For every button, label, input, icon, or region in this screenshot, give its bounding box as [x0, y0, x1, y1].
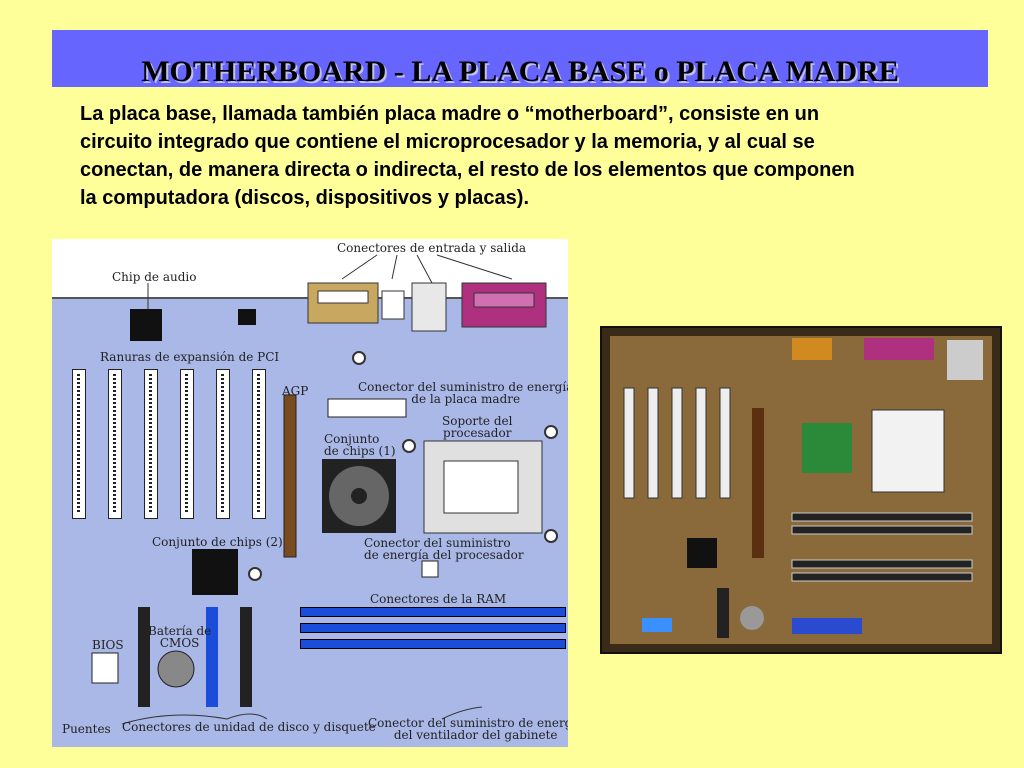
label-chipset-1: Conjunto de chips (1) [324, 432, 396, 458]
mount-hole [544, 529, 558, 543]
mount-hole [352, 351, 366, 365]
paragraph-line: La placa base, llamada también placa mad… [80, 103, 820, 125]
label-cmos-battery: Batería de CMOS [148, 624, 212, 650]
ram-slot [300, 623, 566, 633]
pci-slot [180, 369, 194, 519]
label-cpu-power: Conector del suministro de energía del p… [364, 536, 524, 562]
label-audio-chip: Chip de audio [112, 270, 197, 284]
label-board-power: Conector del suministro de energía de la… [358, 380, 568, 406]
label-fan-power: Conector del suministro de energía del v… [368, 716, 568, 742]
paragraph-line: la computadora (discos, dispositivos y p… [80, 187, 530, 209]
label-ram-slots: Conectores de la RAM [370, 592, 507, 606]
motherboard-photo [600, 326, 1002, 654]
label-agp: AGP [282, 384, 309, 398]
paragraph-line: circuito integrado que contiene el micro… [80, 131, 815, 153]
ram-slot [300, 639, 566, 649]
pci-slot [72, 369, 86, 519]
mount-hole [248, 567, 262, 581]
diagram-leader-lines [91, 254, 547, 725]
motherboard-diagram: Conectores de entrada y salida Chip de a… [52, 239, 568, 747]
pci-slot [216, 369, 230, 519]
slide-paragraph: La placa base, llamada también placa mad… [80, 100, 980, 212]
pci-slot [108, 369, 122, 519]
pci-slot [252, 369, 266, 519]
label-chipset-2: Conjunto de chips (2) [152, 535, 283, 549]
mount-hole [402, 439, 416, 453]
label-cpu-socket: Soporte del procesador [442, 414, 513, 440]
pci-slot [144, 369, 158, 519]
ram-slot [300, 607, 566, 617]
label-bios: BIOS [92, 638, 124, 652]
label-drive-connectors: Conectores de unidad de disco y disquete [122, 720, 376, 734]
label-pci-slots: Ranuras de expansión de PCI [100, 350, 280, 364]
title-bar [52, 30, 988, 87]
label-io-connectors: Conectores de entrada y salida [337, 241, 527, 255]
label-jumpers: Puentes [62, 722, 111, 736]
slide-title: MOTHERBOARD - LA PLACA BASE o PLACA MADR… [141, 55, 899, 88]
paragraph-line: conectan, de manera directa o indirecta,… [80, 159, 855, 181]
mount-hole [544, 425, 558, 439]
